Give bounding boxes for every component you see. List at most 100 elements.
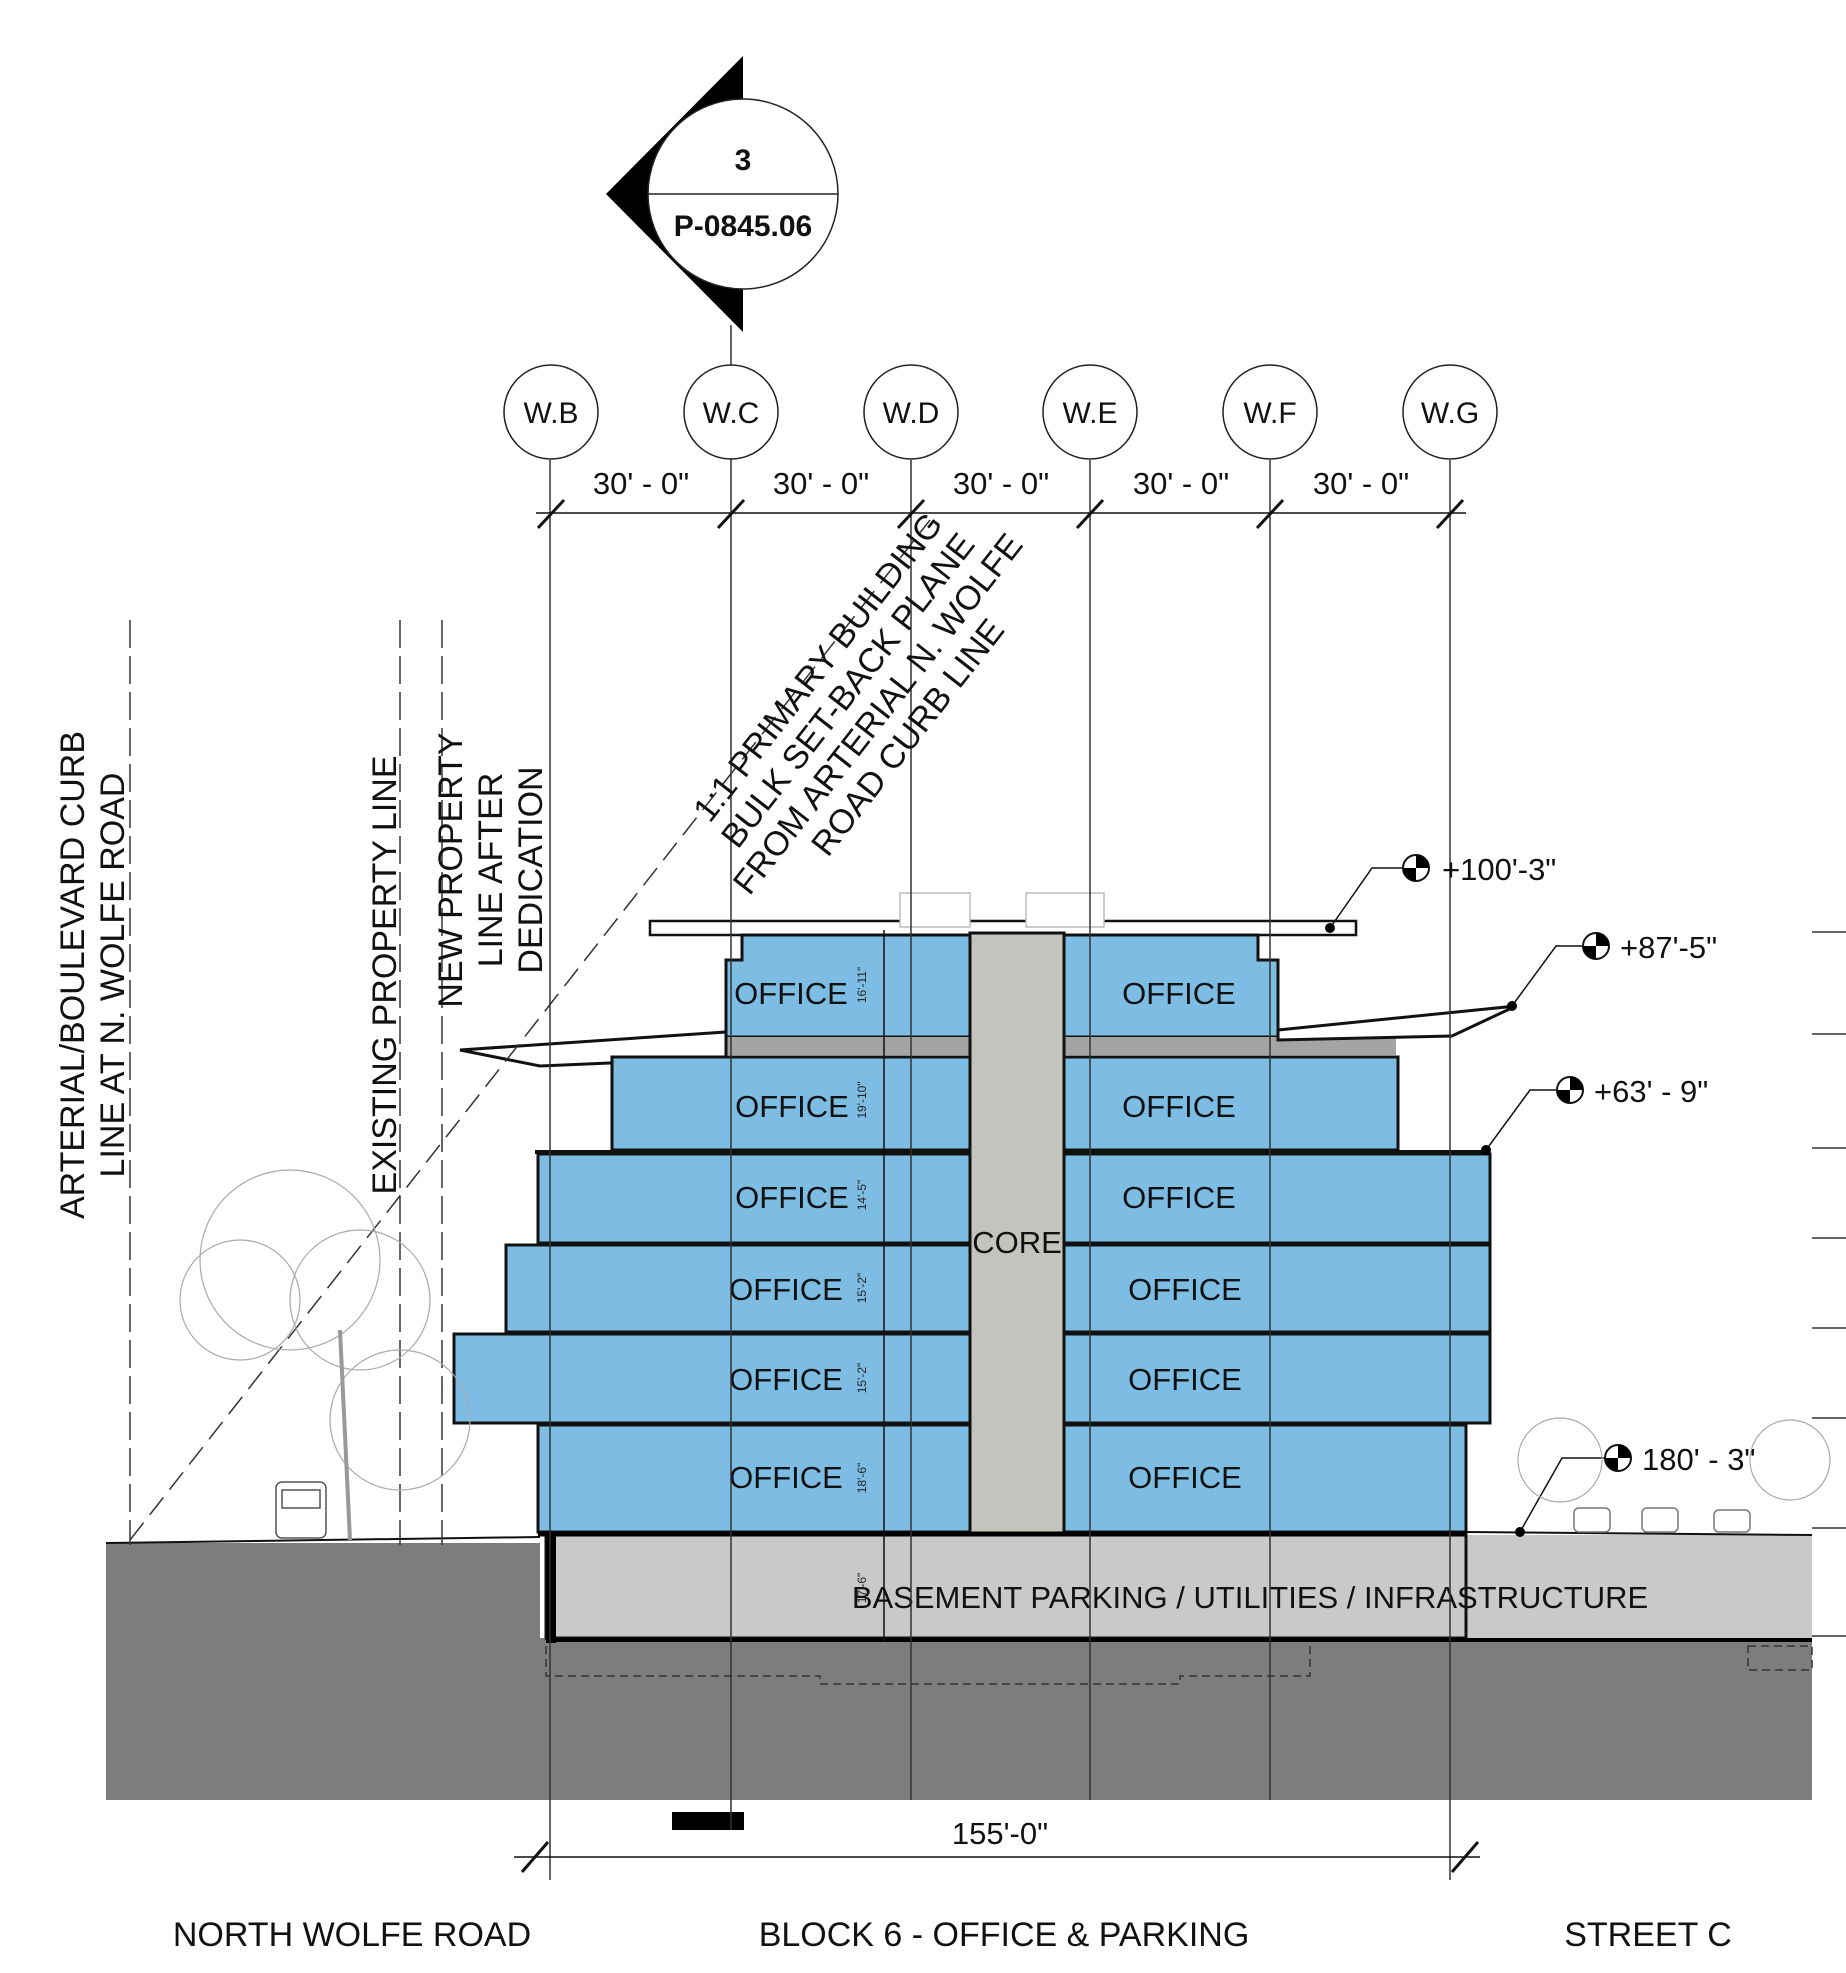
bay-dimension-string [536, 498, 1466, 530]
curb-line-label: ARTERIAL/BOULEVARD CURB LINE AT N. WOLFE… [54, 731, 132, 1219]
leader-dot-1 [1325, 923, 1335, 933]
office-label-l6: OFFICE [734, 976, 848, 1011]
basement-wall [546, 1535, 556, 1643]
office-label-r5: OFFICE [1122, 1089, 1236, 1124]
new-property-label-1: NEW PROPERTY [432, 732, 470, 1007]
right-edge-ticks [1812, 931, 1846, 1637]
setback-plane [129, 519, 931, 1541]
floor-height-2: 15'-2" [855, 1363, 869, 1394]
grid-label-wd: W.D [883, 397, 940, 430]
floor-height-6: 16'-11" [855, 967, 869, 1003]
datum-fill-4 [1605, 1445, 1631, 1471]
new-property-label-3: DEDICATION [512, 766, 550, 973]
leader-dot-4 [1515, 1527, 1525, 1537]
section-sheet: P-0845.06 [674, 210, 812, 243]
grid-bubbles: W.B W.C W.D W.E W.F W.G [503, 364, 1498, 460]
street-c-label: STREET C [1564, 1916, 1732, 1954]
level-2-left [452, 1332, 972, 1425]
elev-leader-2 [1511, 945, 1596, 1007]
bay-dim-2: 30' - 0" [773, 466, 869, 501]
office-label-r1: OFFICE [1128, 1460, 1242, 1495]
grid-bubble-wf [1222, 364, 1318, 460]
elevation-label-1: +100'-3" [1442, 852, 1556, 887]
elevation-label-3: +63' - 9" [1594, 1074, 1708, 1109]
datum-fill-1 [1403, 855, 1429, 881]
grid-label-wc: W.C [703, 397, 760, 430]
curb-line-label-2: LINE AT N. WOLFE ROAD [94, 773, 132, 1178]
car [1713, 1509, 1751, 1533]
tick-wb [536, 498, 566, 530]
block-6-label: BLOCK 6 - OFFICE & PARKING [759, 1916, 1250, 1954]
elev-leader-3 [1485, 1089, 1570, 1151]
section-number: 3 [735, 144, 752, 177]
earth-mass-right [540, 1638, 1812, 1800]
car [1641, 1507, 1679, 1533]
bay-dim-4: 30' - 0" [1133, 466, 1229, 501]
tree-right [1517, 1417, 1831, 1503]
tree-left [179, 1169, 471, 1541]
setback-note: 1:1 PRIMARY BUILDING BULK SET-BACK PLANE… [686, 506, 1030, 902]
street-c-grade [1465, 1535, 1812, 1638]
grid-bubble-wd [863, 364, 959, 460]
rooftop-screen-right [1025, 892, 1105, 928]
office-label-r6: OFFICE [1122, 976, 1236, 1011]
tree-canopy [1517, 1417, 1603, 1503]
existing-property-label-1: EXISTING PROPERTY LINE [366, 756, 404, 1195]
bay-dim-5: 30' - 0" [1313, 466, 1409, 501]
level-4-right [1062, 1152, 1492, 1245]
core-label: CORE [972, 1225, 1062, 1260]
floor-height-4: 14'-5" [855, 1180, 869, 1211]
office-label-l1: OFFICE [729, 1460, 843, 1495]
north-wolfe-road-label: NORTH WOLFE ROAD [173, 1916, 531, 1954]
scale-bar [672, 1812, 744, 1830]
level-3-right [1062, 1243, 1492, 1334]
bay-dim-1: 30' - 0" [593, 466, 689, 501]
tree-canopy [329, 1349, 471, 1491]
foundation-dashed-right [1747, 1645, 1813, 1671]
elevation-label-4: 180' - 3" [1642, 1442, 1755, 1477]
grid-label-wf: W.F [1243, 397, 1296, 430]
datum-fill-2 [1583, 933, 1609, 959]
basement-slab [544, 1533, 1468, 1640]
tree-canopy [1749, 1419, 1831, 1501]
grid-bubble-wg [1402, 364, 1498, 460]
elev-leader-1 [1329, 867, 1418, 929]
tick-wd [896, 498, 926, 530]
tree-canopy [199, 1169, 381, 1351]
curb-line-label-1: ARTERIAL/BOULEVARD CURB [54, 731, 92, 1219]
tick-wc [716, 498, 746, 530]
floor-height-3: 15'-2" [855, 1273, 869, 1304]
office-label-l5: OFFICE [735, 1089, 849, 1124]
grid-bubble-wc [683, 364, 779, 460]
floor-height-5: 19'-10" [855, 1081, 869, 1118]
tick-wf [1255, 498, 1285, 530]
bus [275, 1481, 327, 1539]
new-property-label-2: LINE AFTER [472, 773, 510, 968]
elevation-symbols [1325, 854, 1632, 1537]
tick-we [1075, 498, 1105, 530]
office-label-l3: OFFICE [729, 1272, 843, 1307]
grid-bubble-wb [503, 364, 599, 460]
right-canopy [1276, 1004, 1517, 1042]
overall-dimension-label: 155'-0" [952, 1816, 1048, 1851]
grid-lines [549, 325, 1451, 1880]
level-4-left [536, 1152, 972, 1245]
overall-dimension [514, 1841, 1480, 1873]
datum-fill-3 [1557, 1077, 1583, 1103]
bay-dim-3: 30' - 0" [953, 466, 1049, 501]
basement-height: 17'-6" [855, 1573, 869, 1604]
floor-height-1: 18'-6" [855, 1463, 869, 1494]
tree-canopy [179, 1239, 301, 1361]
grade-line-left [105, 1536, 541, 1544]
bus-window [281, 1489, 321, 1509]
leader-dot-2 [1507, 1001, 1517, 1011]
grid-label-wg: W.G [1421, 397, 1479, 430]
ground [105, 1531, 1813, 1830]
tree-trunk [338, 1329, 352, 1541]
earth-mass [106, 1543, 540, 1800]
tick-wg [1435, 498, 1465, 530]
cars [1573, 1507, 1751, 1533]
grid-label-wb: W.B [523, 397, 578, 430]
grid-label-we: W.E [1062, 397, 1117, 430]
